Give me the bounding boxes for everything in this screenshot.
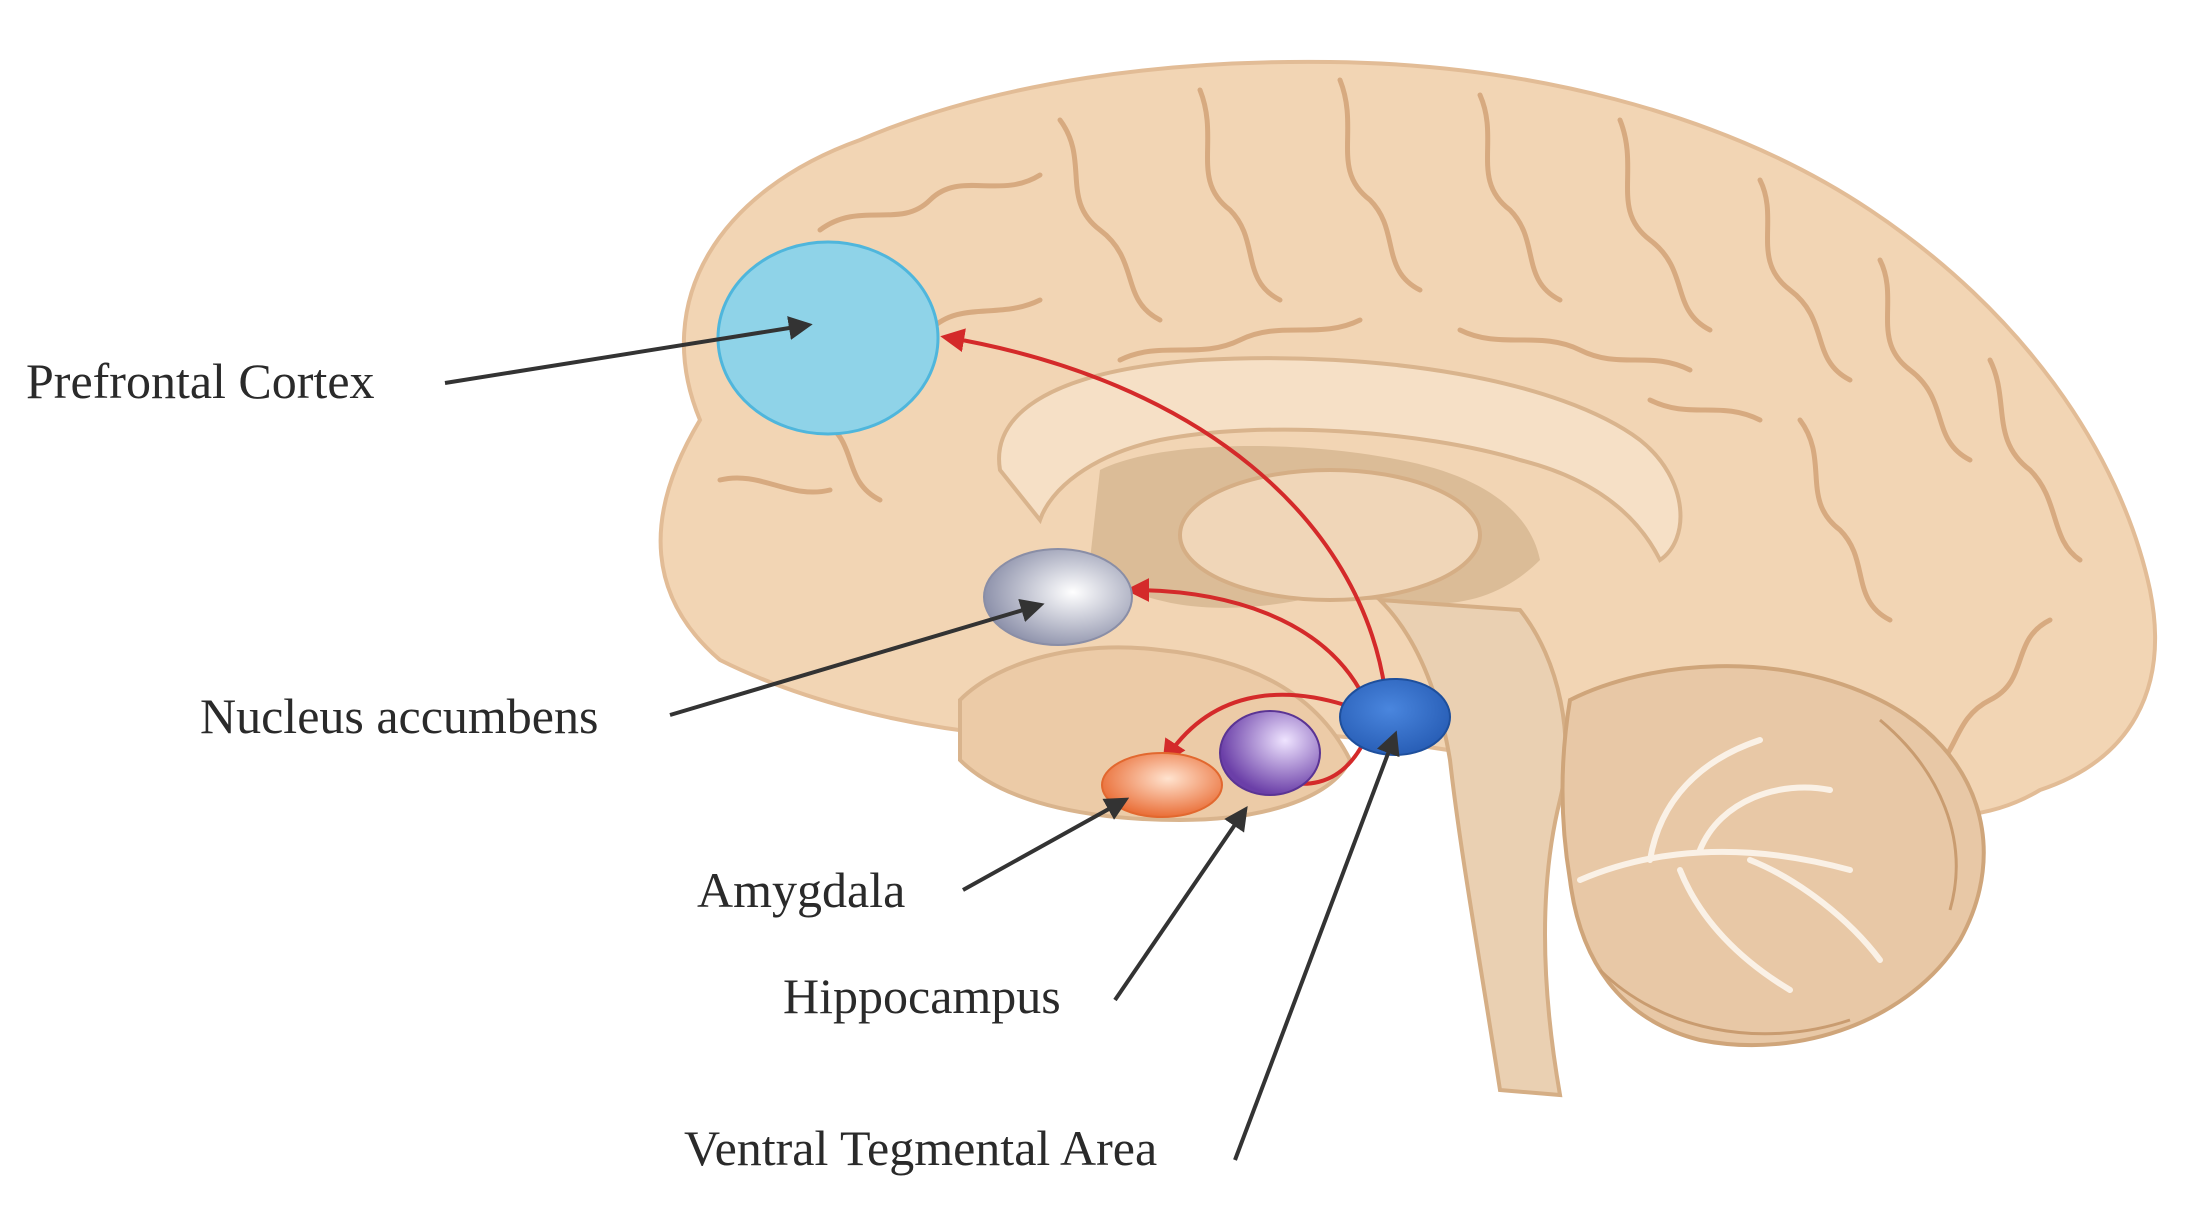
label-pointers — [444, 316, 1400, 1161]
cerebellum-edges — [1598, 718, 1958, 1036]
pointer-amygdala — [962, 797, 1130, 892]
nucleus-accumbens-region — [983, 548, 1133, 646]
cortex-folds — [717, 77, 2083, 783]
pathway-to-amygdala — [1162, 692, 1346, 765]
label-prefrontal-cortex: Prefrontal Cortex — [26, 353, 375, 409]
ventral-tegmental-area-region — [1339, 678, 1451, 756]
pointer-nucleus-accumbens — [669, 598, 1045, 717]
label-nucleus-accumbens: Nucleus accumbens — [200, 688, 598, 744]
hippocampus-region — [1219, 710, 1321, 796]
prefrontal-cortex-region — [716, 240, 940, 436]
pathway-to-prefrontal — [940, 328, 1387, 691]
label-ventral-tegmental-area: Ventral Tegmental Area — [684, 1120, 1157, 1176]
pointer-ventral-tegmental-area — [1233, 730, 1400, 1161]
pathway-to-accumbens — [1125, 578, 1362, 691]
corpus-callosum — [997, 356, 1683, 563]
pointer-hippocampus — [1113, 806, 1248, 1002]
label-hippocampus: Hippocampus — [783, 968, 1061, 1024]
amygdala-region — [1101, 752, 1223, 818]
pointer-prefrontal-cortex — [444, 316, 813, 385]
brain-illustration — [658, 59, 2158, 1098]
brain-regions — [716, 240, 1451, 818]
thalamus — [1178, 468, 1482, 602]
region-labels: Prefrontal Cortex Nucleus accumbens Amyg… — [26, 353, 1157, 1176]
label-amygdala: Amygdala — [697, 862, 905, 918]
cerebellum-folia — [1577, 737, 1883, 993]
